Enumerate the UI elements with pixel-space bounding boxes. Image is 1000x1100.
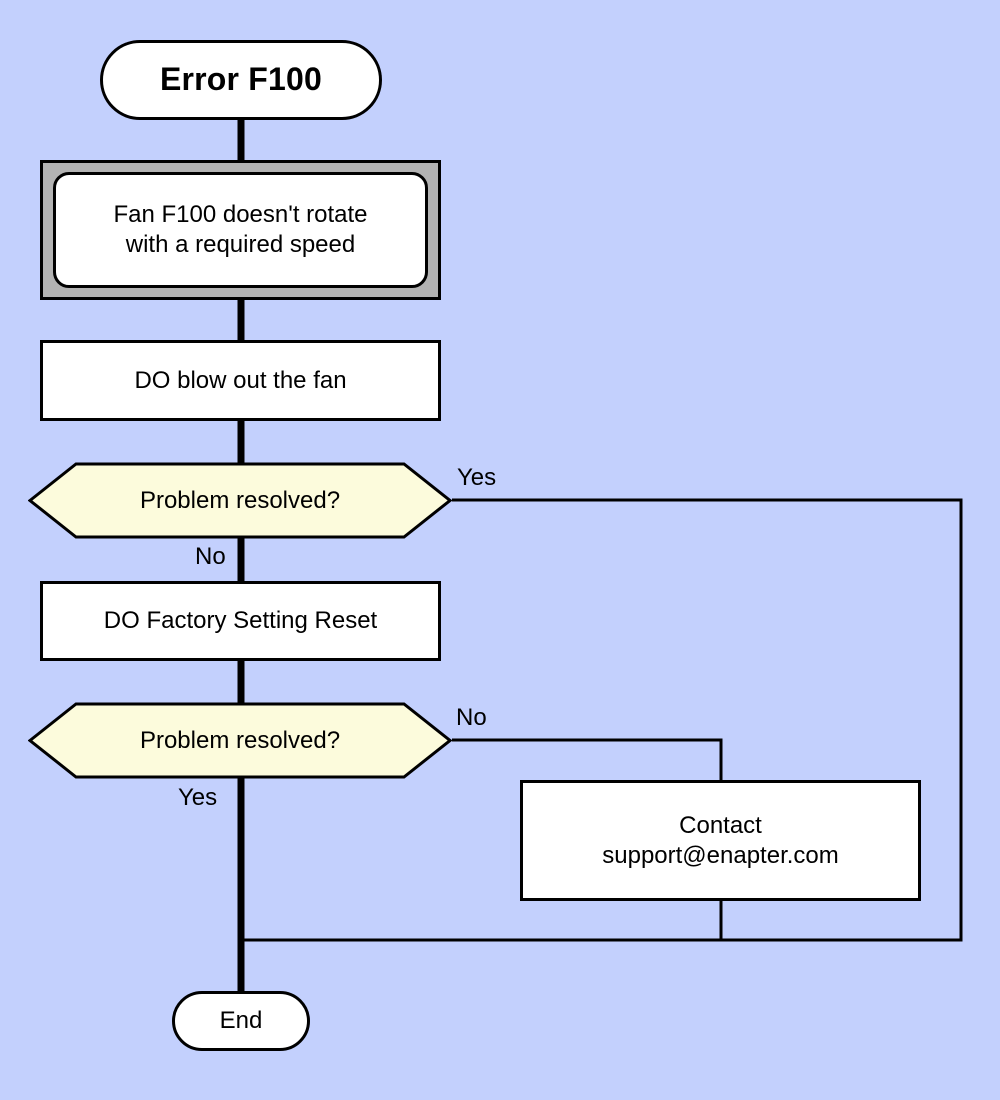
node-contact-line1: Contact (679, 812, 762, 840)
edge-label-decision1-yes: Yes (457, 464, 497, 491)
node-symptom-line2: with a required speed (125, 231, 356, 258)
node-contact-support[interactable]: Contact support@enapter.com (520, 780, 921, 901)
edge-decision1-yes-route (241, 498, 963, 942)
node-action-blow-out-fan[interactable]: DO blow out the fan (40, 340, 441, 421)
decision-2-hexagon-shape (27, 702, 453, 779)
node-action-blow-out-fan-label: DO blow out the fan (134, 366, 347, 394)
node-start-label: Error F100 (159, 61, 323, 98)
node-start-error-f100[interactable]: Error F100 (100, 40, 382, 120)
node-contact-line2: support@enapter.com (602, 841, 839, 869)
node-decision-1[interactable]: Problem resolved? (27, 462, 453, 539)
node-symptom-line1: Fan F100 doesn't rotate (113, 201, 368, 228)
node-end-label: End (219, 1007, 263, 1035)
node-end[interactable]: End (172, 991, 310, 1051)
node-decision-2[interactable]: Problem resolved? (27, 702, 453, 779)
node-action-factory-reset-label: DO Factory Setting Reset (103, 607, 378, 635)
edge-decision2-no-to-contact (452, 738, 723, 781)
node-action-factory-reset[interactable]: DO Factory Setting Reset (40, 581, 441, 661)
node-symptom[interactable]: Fan F100 doesn't rotate with a required … (53, 172, 428, 288)
edge-label-decision2-no: No (456, 704, 487, 731)
edge-label-decision1-no: No (195, 543, 226, 570)
edge-label-decision2-yes: Yes (178, 784, 218, 811)
decision-1-hexagon-shape (27, 462, 453, 539)
